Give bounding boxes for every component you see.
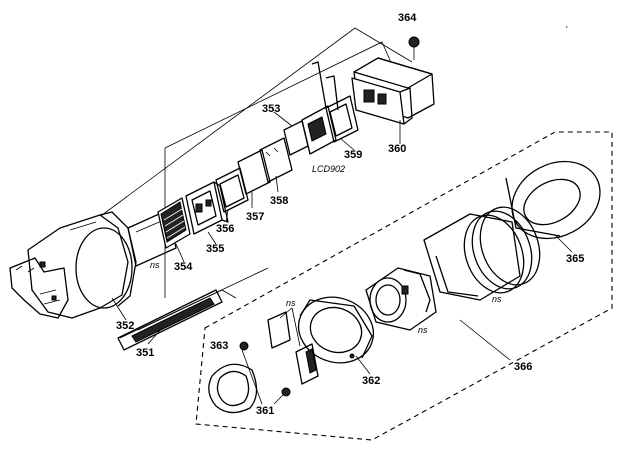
label-365: 365 [566, 253, 584, 265]
part-lcd902 [301, 61, 339, 155]
label-ns-1: ns [150, 260, 160, 270]
label-357: 357 [246, 211, 264, 223]
part-359-bracket [325, 95, 359, 143]
label-356: 356 [216, 223, 234, 235]
part-356-frame [215, 167, 249, 213]
label-362: 362 [362, 375, 380, 387]
part-small-clips [239, 311, 319, 385]
part-351-flat-cable [117, 289, 237, 351]
label-ns-4: ns [418, 325, 428, 335]
part-362-front-bezel [298, 296, 374, 364]
part-357-sheet [237, 149, 271, 195]
label-361: 361 [256, 405, 274, 417]
label-355: 355 [206, 243, 224, 255]
label-360: 360 [388, 143, 406, 155]
label-358: 358 [270, 195, 288, 207]
part-lens-assembly [365, 267, 437, 331]
part-354-grid [157, 197, 191, 249]
label-ns-3: ns [286, 298, 296, 308]
part-eyecup-body [423, 206, 541, 301]
label-lcd902: LCD902 [312, 164, 345, 174]
corner-mark: , [566, 19, 569, 29]
part-364-screw [408, 36, 420, 60]
group-366-dashed-box [195, 131, 613, 441]
label-363: 363 [210, 340, 228, 352]
part-363-ring [208, 363, 258, 414]
part-352-viewfinder-housing [9, 211, 137, 319]
label-366: 366 [514, 361, 532, 373]
leader-lines [111, 111, 573, 405]
plate-with-ns-label [127, 209, 177, 267]
part-360-eyepiece-block [351, 57, 435, 125]
part-365-eyecup [505, 160, 601, 240]
label-351: 351 [136, 347, 154, 359]
label-353: 353 [262, 103, 280, 115]
label-ns-2: ns [492, 294, 502, 304]
part-358-sheet [259, 137, 293, 183]
label-352: 352 [116, 320, 134, 332]
label-354: 354 [174, 261, 193, 273]
label-364: 364 [398, 12, 417, 24]
label-359: 359 [344, 149, 362, 161]
